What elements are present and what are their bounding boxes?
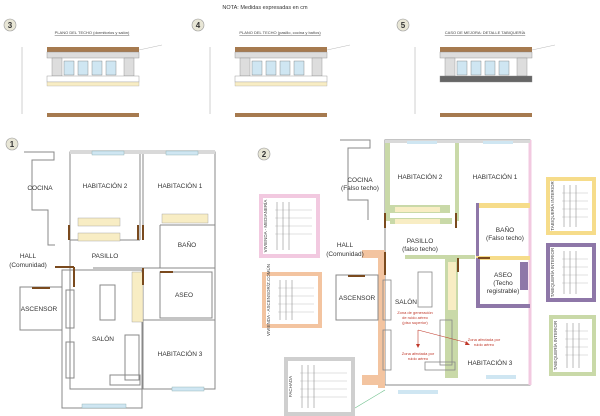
room-label-bano-2: BAÑO (496, 225, 514, 234)
room-label-pasillo-2: PASILLO (407, 238, 434, 245)
room-label-aseo: ASEO (175, 292, 193, 299)
inset-label: VIVIENDA - MEDIANERÍA (262, 200, 268, 253)
inset-label: TABIQUERÍA INTERIOR (549, 247, 555, 297)
plan-1-badge (5, 137, 19, 151)
detail-title: PLANO DEL TECHO (dormitorios y salón) (55, 30, 130, 35)
room-label-salon: SALÓN (92, 334, 114, 343)
noise-source-label-2: de ruido aéreo (402, 315, 429, 320)
wall-section-inset-gray: FACHADA (284, 357, 355, 416)
room-label-aseo-2-sub2: registrable) (487, 288, 520, 295)
room-label-cocina-2-sub: (Falso techo) (341, 185, 379, 192)
noise-source-label-3: (piso superior) (402, 320, 428, 325)
affected-zone-label-1b: ruido aéreo (408, 356, 429, 361)
detail-title: CASO DE MEJORA: DETALLE TABIQUERÍA (445, 30, 526, 35)
room-label-habitacion-2: HABITACIÓN 2 (83, 181, 128, 190)
room-label-salon-2: SALÓN (395, 297, 417, 306)
room-label-pasillo: PASILLO (92, 253, 119, 260)
plan-1-number: 1 (10, 140, 15, 149)
plan-2-number: 2 (262, 150, 267, 159)
room-label-bano: BAÑO (178, 240, 196, 249)
room-label-pasillo-2-sub: (falso techo) (402, 246, 438, 253)
room-label-hall-2-sub: (Comunidad) (326, 251, 364, 258)
room-label-habitacion-2-b: HABITACIÓN 2 (398, 172, 443, 181)
room-label-habitacion-3-b: HABITACIÓN 3 (468, 358, 513, 367)
room-label-ascensor: ASCENSOR (21, 306, 58, 313)
wall-section-inset-orange: VIVIENDA - ASCENSOR/Z.COMÚN (262, 264, 322, 336)
affected-zone-label-2b: ruido aéreo (474, 342, 495, 347)
detail-number: 4 (196, 21, 201, 30)
affected-zone-label-1: Zona afectada por (402, 351, 435, 356)
room-label-aseo-2: ASEO (494, 272, 512, 279)
room-label-habitacion-3: HABITACIÓN 3 (158, 349, 203, 358)
wall-section-inset-green: TABIQUERÍA INTERIOR (549, 315, 596, 376)
wall-section-inset-pink: VIVIENDA - MEDIANERÍA (259, 194, 320, 258)
affected-zone-label-2: Zona afectada por (468, 337, 501, 342)
wall-section-inset-purple: TABIQUERÍA INTERIOR (546, 243, 596, 302)
room-label-aseo-2-sub1: (Techo (493, 280, 513, 287)
inset-label: TABIQUERÍA INTERIOR (549, 181, 555, 231)
inset-label: TABIQUERÍA INTERIOR (552, 320, 558, 370)
inset-label: VIVIENDA - ASCENSOR/Z.COMÚN (265, 264, 271, 336)
inset-label: FACHADA (288, 376, 293, 397)
room-label-habitacion-1-b: HABITACIÓN 1 (473, 172, 518, 181)
floor-plan-1: 1 COCINA HABITACIÓN 2 HABITACIÓN 1 BAÑO … (5, 137, 216, 409)
room-label-hall-sub: (Comunidad) (9, 262, 47, 269)
detail-title: PLANO DEL TECHO (pasillo, cocina y baños… (239, 30, 321, 35)
room-label-cocina: COCINA (27, 185, 53, 192)
room-label-hall: HALL (20, 253, 37, 260)
room-label-bano-2-sub: (Falso techo) (486, 235, 524, 242)
detail-number: 3 (8, 21, 13, 30)
note-text: NOTA: Medidas expresadas en cm (222, 5, 308, 11)
room-label-hall-2: HALL (337, 242, 354, 249)
floor-plan-2: 2 COCINA (Falso techo) HABITACIÓN 2 HABI… (257, 139, 532, 409)
room-label-cocina-2: COCINA (347, 177, 373, 184)
wall-section-inset-yellow: TABIQUERÍA INTERIOR (546, 177, 596, 235)
room-label-habitacion-1: HABITACIÓN 1 (158, 181, 203, 190)
noise-source-label: Zona de generación (397, 310, 433, 315)
room-label-ascensor-2: ASCENSOR (339, 295, 376, 302)
detail-number: 5 (401, 21, 406, 30)
